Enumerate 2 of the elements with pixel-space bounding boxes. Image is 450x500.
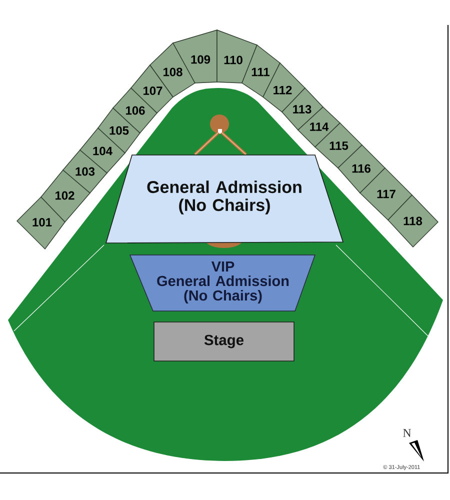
compass-letter: N (403, 429, 412, 437)
stage-block: Stage (154, 322, 294, 362)
